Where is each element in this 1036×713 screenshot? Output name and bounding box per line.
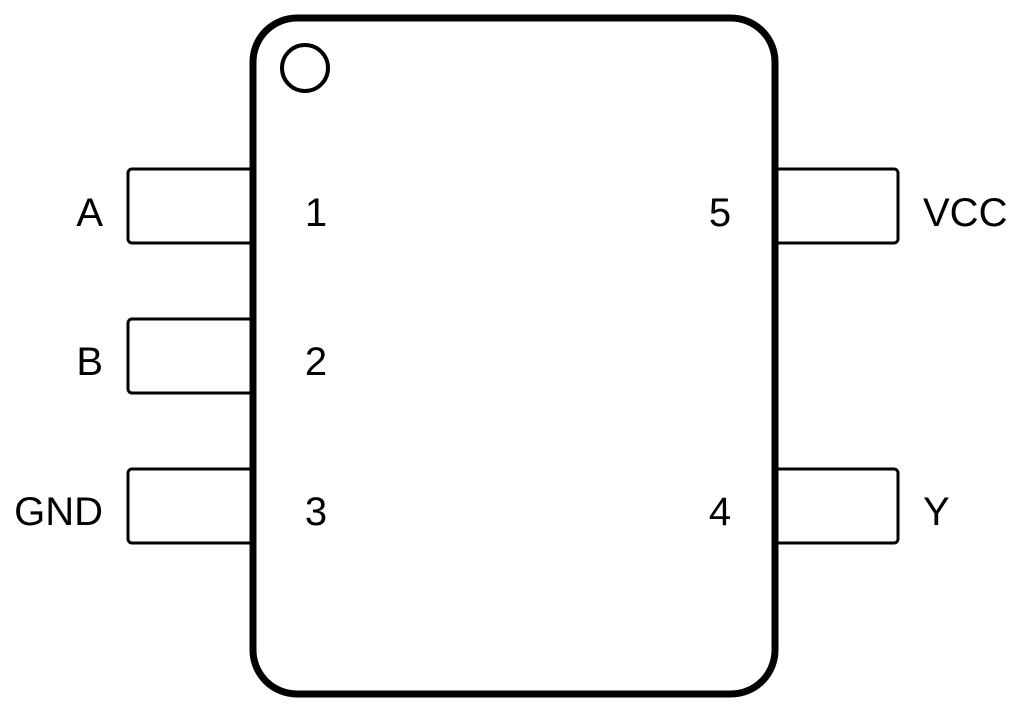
pin1-indicator-icon	[280, 43, 330, 93]
pin-name-5: VCC	[923, 191, 1007, 235]
pin-number-5: 5	[709, 191, 731, 235]
pin-lead-2	[126, 317, 256, 395]
pin-number-3: 3	[305, 490, 327, 534]
pin-lead-5	[770, 167, 900, 245]
pin-number-2: 2	[305, 340, 327, 384]
pin-number-4: 4	[709, 490, 731, 534]
pin-lead-1	[126, 167, 256, 245]
pin-name-4: Y	[923, 490, 950, 534]
pin-lead-3	[126, 467, 256, 545]
pin-name-3: GND	[14, 490, 103, 534]
pin-number-1: 1	[305, 191, 327, 235]
package-body	[249, 14, 779, 698]
pin-name-1: A	[76, 191, 103, 235]
pin-lead-4	[770, 467, 900, 545]
pin-name-2: B	[76, 340, 103, 384]
